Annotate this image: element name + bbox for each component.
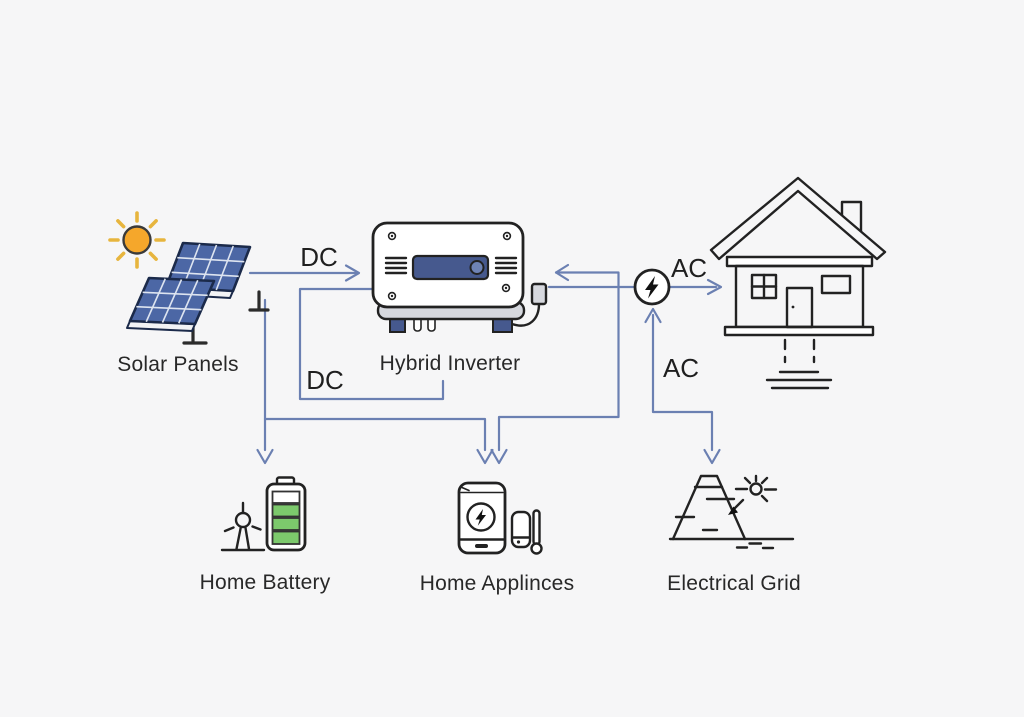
grid-ground-lines <box>668 537 795 550</box>
vent-lines-left <box>384 256 408 275</box>
electrical-grid-label: Electrical Grid <box>667 572 801 595</box>
screw-icons <box>387 231 512 301</box>
ac-label-bottom: AC <box>662 353 700 383</box>
home-appliances-label: Home Applinces <box>419 572 575 595</box>
sun-to-pylon-arrow-icon <box>728 498 745 515</box>
dc-label-bottom: DC <box>306 365 344 395</box>
connectors <box>248 263 723 465</box>
sun-outline-icon <box>734 474 778 503</box>
pylon-icon <box>671 474 747 541</box>
ac-path-grid-to-meter <box>644 307 721 465</box>
hybrid-inverter-icon <box>371 221 548 333</box>
home-appliances-icon <box>457 481 543 555</box>
home-battery-icon <box>220 476 307 552</box>
lightning-bolt-icon <box>645 276 659 299</box>
solar-panels-label: Solar Panels <box>117 353 239 376</box>
dc-loop-path <box>298 287 445 401</box>
arrow-down-battery-icon <box>256 448 274 465</box>
arrow-right-icon <box>344 264 361 282</box>
home-battery-label: Home Battery <box>199 571 331 594</box>
house-dashed-lines <box>783 338 816 364</box>
electrical-grid-icon <box>668 474 795 550</box>
arrow-down-appliances-left-icon <box>476 448 494 465</box>
inverter-indicator <box>469 260 485 275</box>
house-band <box>725 255 874 268</box>
ac-label-top: AC <box>670 253 708 283</box>
ground-lines <box>765 370 833 390</box>
house-icon <box>709 176 887 390</box>
roof <box>709 176 887 261</box>
ac-arrow-meter-to-house <box>668 278 723 296</box>
hybrid-inverter-label: Hybrid Inverter <box>379 352 521 375</box>
battery-icon <box>265 476 307 552</box>
window-left <box>750 273 778 300</box>
window-right <box>820 274 852 295</box>
sun-icon <box>108 211 166 269</box>
arrow-down-grid-icon <box>703 448 721 465</box>
energy-meter-icon <box>633 268 671 306</box>
remote-icon <box>510 510 532 549</box>
inverter-cable <box>510 302 541 327</box>
arrow-down-appliances-right-icon <box>490 448 508 465</box>
door <box>785 286 814 329</box>
wind-turbine-icon <box>220 501 266 552</box>
dc-arrow-solar-to-inverter <box>248 264 361 282</box>
solar-panels-icon <box>126 241 270 345</box>
inverter-connector <box>530 282 548 306</box>
arrow-up-meter-icon <box>644 307 662 324</box>
lightning-bolt-icon <box>475 509 486 526</box>
arrow-right-house-icon <box>706 278 723 296</box>
dc-label-top: DC <box>300 242 338 272</box>
vent-lines-right <box>494 256 518 275</box>
stick-vacuum-icon <box>530 509 543 555</box>
solar-panel-front <box>126 276 216 345</box>
ac-bus-right <box>490 263 620 465</box>
tablet-icon <box>457 481 507 555</box>
dc-bus-left <box>256 298 494 465</box>
inverter-display <box>411 254 490 281</box>
house-base <box>723 325 875 337</box>
